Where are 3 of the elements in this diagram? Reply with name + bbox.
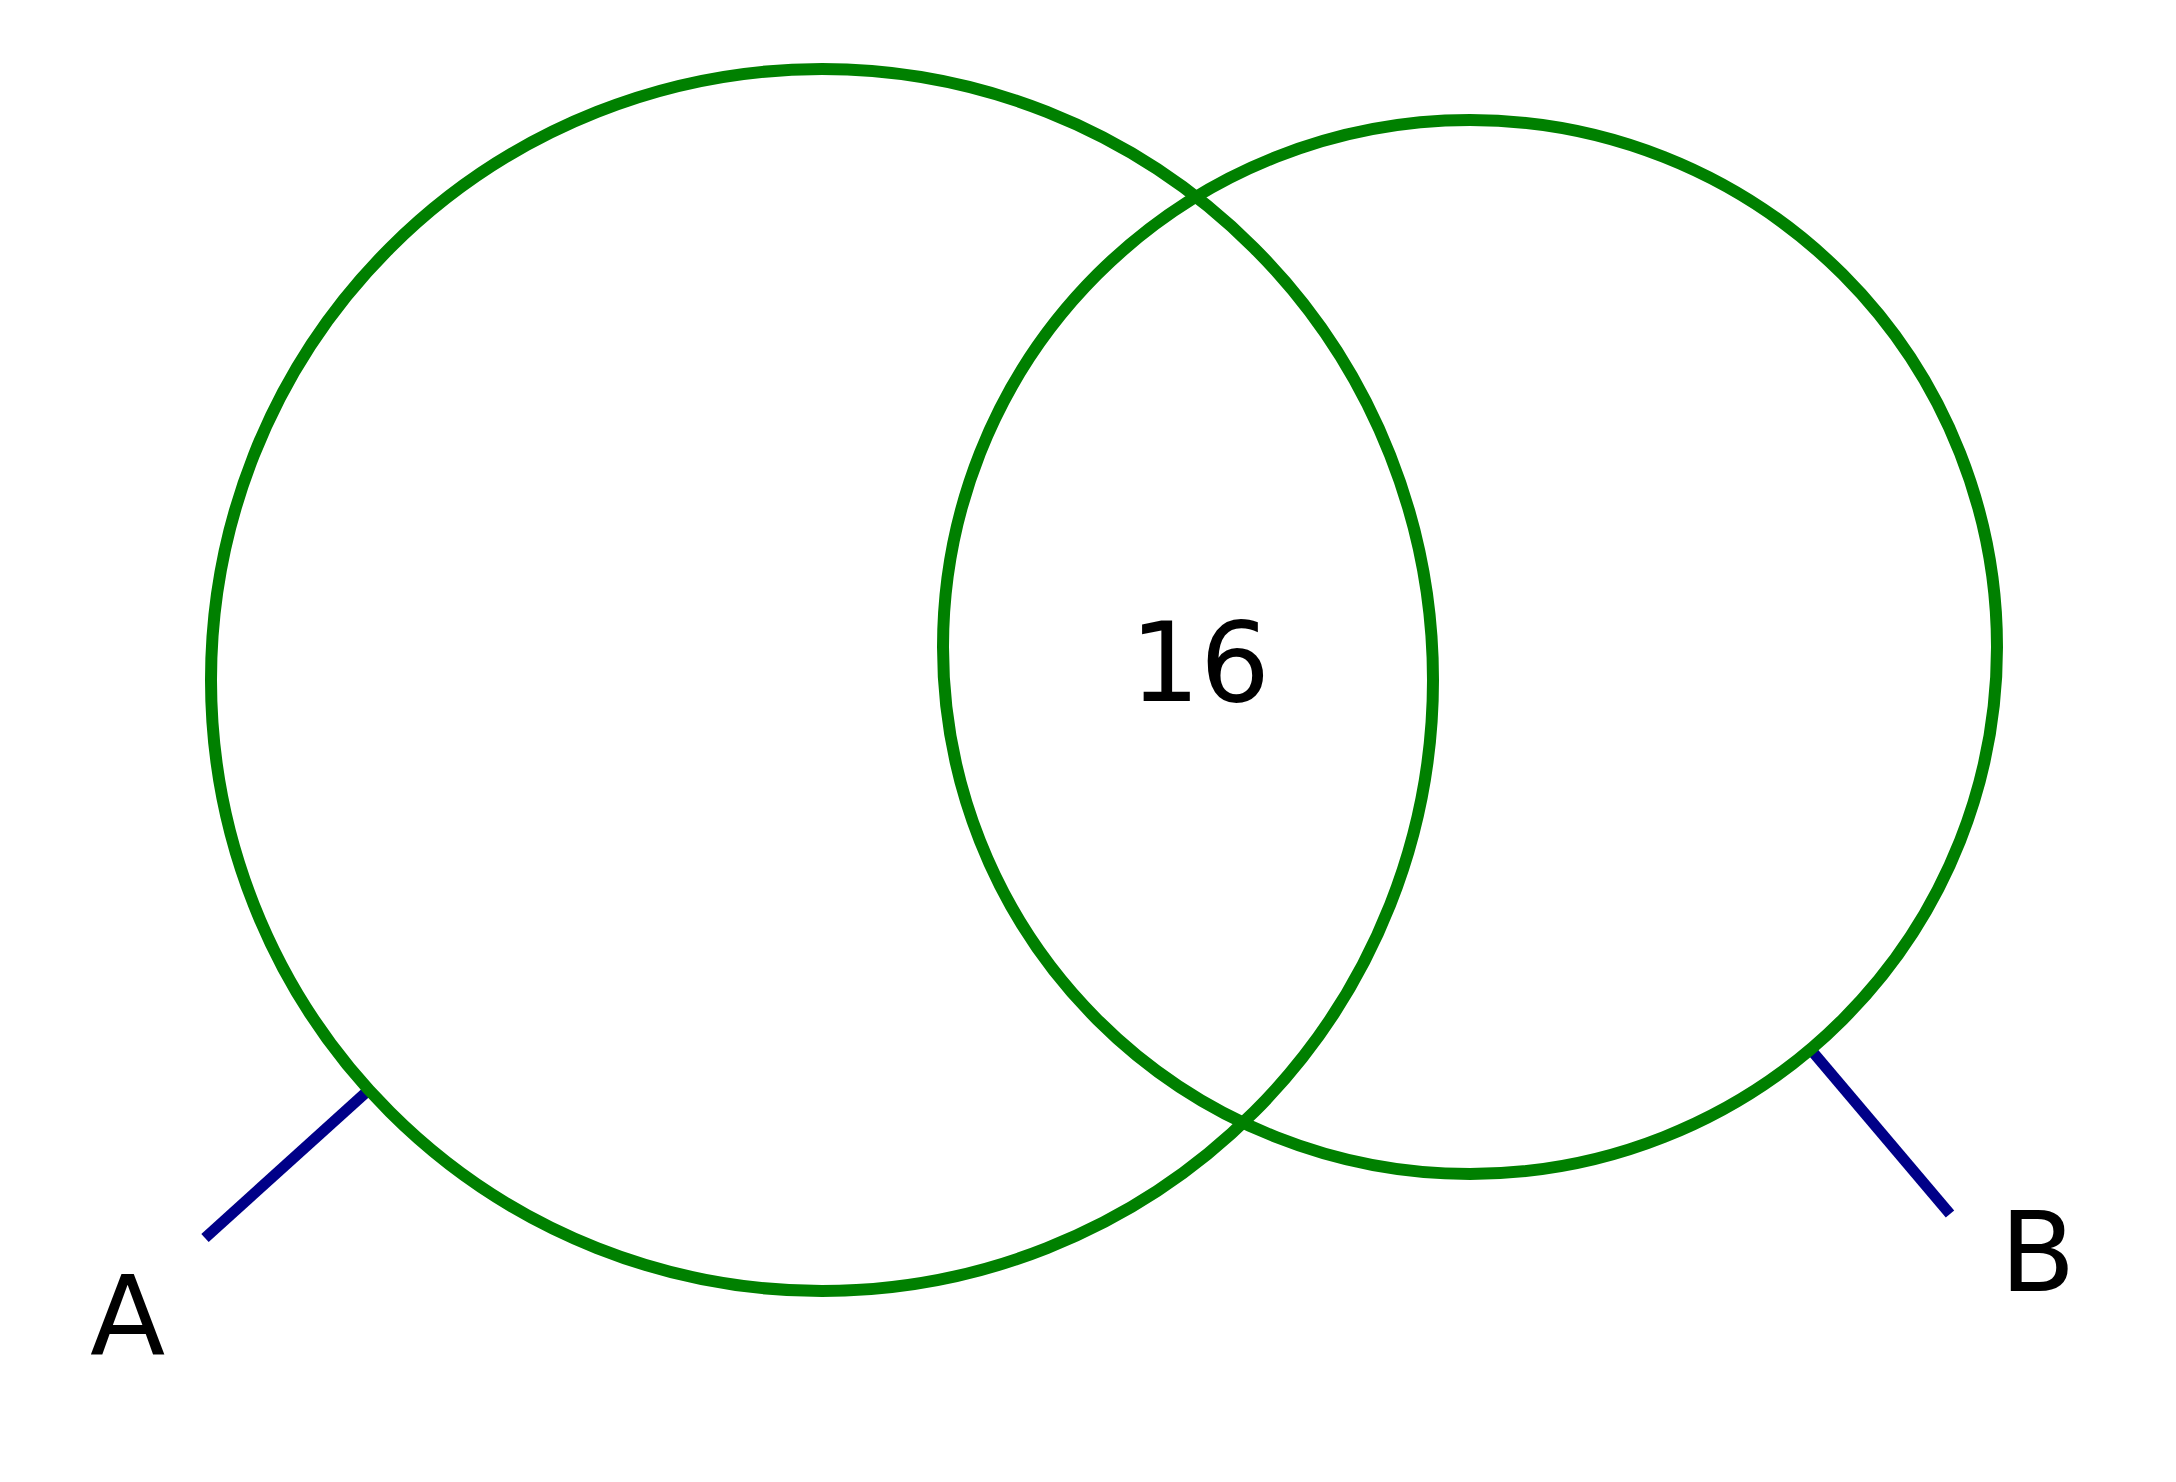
count-label: 16 — [1130, 608, 1270, 718]
set-label: B — [2000, 1198, 2076, 1308]
set-label: A — [90, 1262, 166, 1372]
